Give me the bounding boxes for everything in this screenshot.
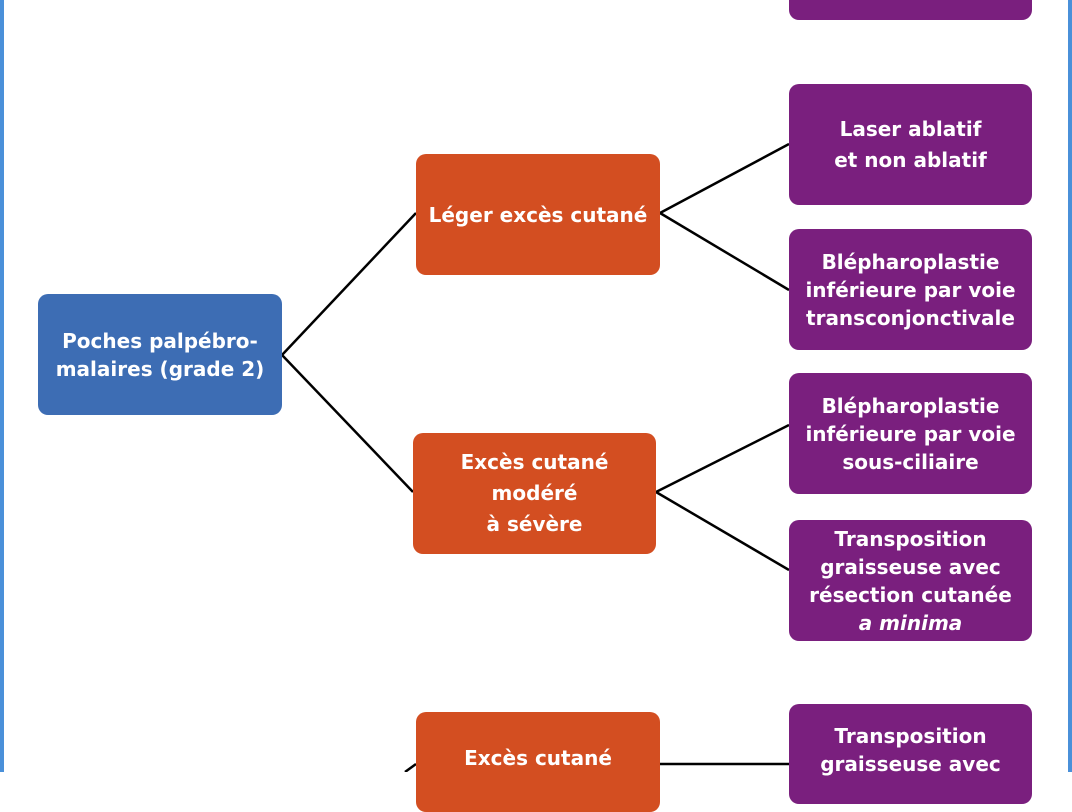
leaf-bottom-line-1: Transposition (834, 724, 987, 748)
leaf-transconj-line-3: transconjonctivale (806, 305, 1015, 330)
frame-border-left (0, 0, 4, 772)
leaf-bottom-line-2: graisseuse avec (820, 752, 1001, 776)
connector-modere-to-transposition (655, 490, 790, 572)
root-node: Poches palpébro- malaires (grade 2) (38, 294, 282, 415)
root-line-2: malaires (grade 2) (55, 356, 265, 381)
leaf-laser-line-2: et non ablatif (834, 147, 987, 172)
leaf-transposition-bottom: Transposition graisseuse avec (789, 704, 1032, 804)
mid-node-modere: Excès cutané modéré à sévère (413, 433, 656, 554)
leaf-top-partial (789, 0, 1032, 20)
leaf-sousciliaire-line-1: Blépharoplastie (821, 393, 1000, 418)
frame-border-right (1068, 0, 1072, 772)
mid-node-bottom: Excès cutané (416, 712, 660, 812)
leaf-transconj-line-2: inférieure par voie (805, 277, 1016, 302)
mid-leger-line-1: Léger excès cutané (428, 202, 648, 227)
leaf-transposition-line-3: résection cutanée (809, 582, 1012, 607)
leaf-transposition-line-1: Transposition (834, 526, 987, 551)
connector-modere-to-sousciliaire (655, 423, 790, 494)
leaf-sousciliaire-line-3: sous-ciliaire (842, 449, 979, 474)
root-line-1: Poches palpébro- (62, 328, 258, 353)
mid-modere-line-3: à sévère (486, 512, 583, 536)
connector-root-to-leger (281, 212, 417, 356)
connector-leger-to-transconj (659, 211, 790, 292)
leaf-transconj-line-1: Blépharoplastie (821, 249, 1000, 274)
leaf-laser-line-1: Laser ablatif (839, 116, 982, 141)
connector-lines (281, 142, 790, 772)
leaf-transconjonctivale: Blépharoplastie inférieure par voie tran… (789, 229, 1032, 350)
leaf-laser: Laser ablatif et non ablatif (789, 84, 1032, 205)
leaf-transposition-minima: Transposition graisseuse avec résection … (789, 520, 1032, 641)
leaf-sous-ciliaire: Blépharoplastie inférieure par voie sous… (789, 373, 1032, 494)
mid-node-leger: Léger excès cutané (416, 154, 660, 275)
mid-modere-line-2: modéré (491, 481, 578, 505)
leaf-sousciliaire-line-2: inférieure par voie (805, 421, 1016, 446)
connector-bottom-left (404, 762, 417, 772)
leaf-transposition-line-2: graisseuse avec (820, 554, 1001, 579)
connector-root-to-modere (281, 354, 414, 493)
mid-modere-line-1: Excès cutané (460, 450, 609, 474)
mid-bottom-line-1: Excès cutané (464, 746, 612, 770)
connector-leger-to-laser (659, 142, 790, 215)
leaf-transposition-italic: a minima (858, 610, 963, 635)
